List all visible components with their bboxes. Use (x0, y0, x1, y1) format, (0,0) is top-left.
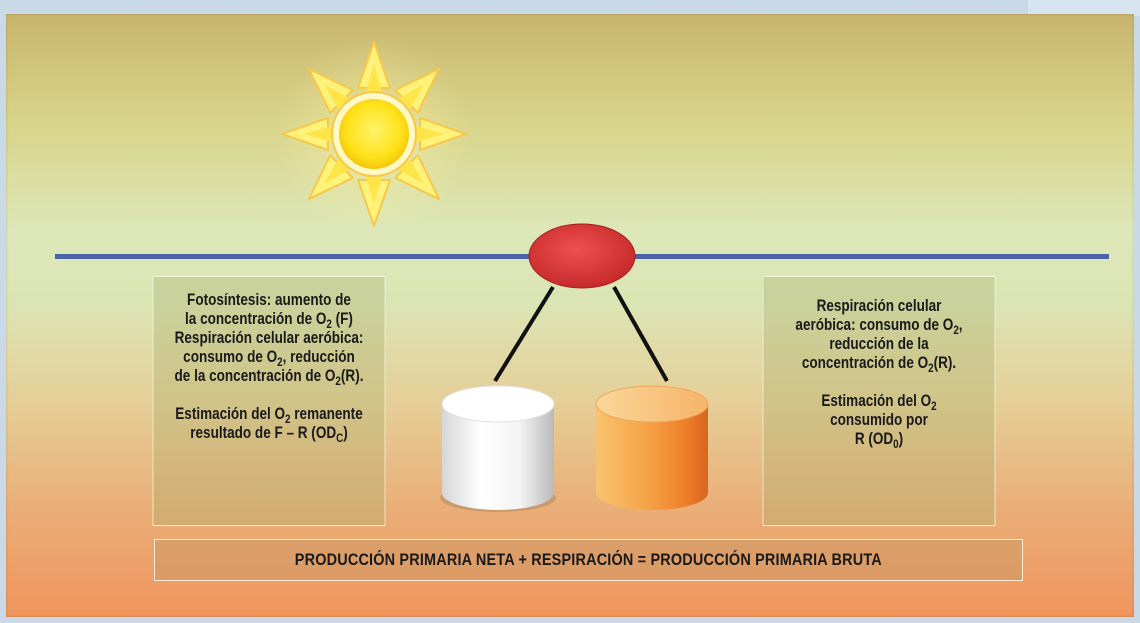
text-line: Respiración celular (816, 297, 942, 315)
text-line: consumo de O2, reducción (183, 348, 355, 369)
text-line: de la concentración de O2(R). (174, 367, 364, 388)
corner-tab (1028, 0, 1140, 16)
text-line: Respiración celular aeróbica: (174, 329, 364, 347)
light-bottle-icon (440, 385, 556, 512)
buoy-icon (528, 223, 636, 289)
formula-text: PRODUCCIÓN PRIMARIA NETA + RESPIRACIÓN =… (294, 550, 883, 569)
text-line: aeróbica: consumo de O2, (795, 316, 963, 337)
text-line: consumido por (830, 411, 928, 429)
sun-icon (274, 34, 474, 234)
dark-bottle-description: Respiración celular aeróbica: consumo de… (762, 276, 996, 526)
diagram-panel (6, 14, 1134, 617)
text-line: concentración de O2(R). (801, 354, 957, 375)
rope-left (493, 285, 555, 383)
text-line: Estimación del O2 (821, 392, 937, 413)
text-line: Fotosíntesis: aumento de (187, 291, 351, 309)
dark-bottle-icon (595, 385, 709, 510)
light-bottle-description: Fotosíntesis: aumento de la concentració… (152, 276, 386, 526)
text-line: la concentración de O2 (F) (185, 310, 353, 331)
text-line: R (OD0) (854, 430, 904, 451)
text-line: Estimación del O2 remanente (175, 405, 363, 426)
formula-bar: PRODUCCIÓN PRIMARIA NETA + RESPIRACIÓN =… (154, 539, 1023, 581)
text-line: reducción de la (829, 335, 929, 353)
text-line: resultado de F – R (ODC) (190, 424, 348, 445)
rope-right (612, 286, 669, 382)
